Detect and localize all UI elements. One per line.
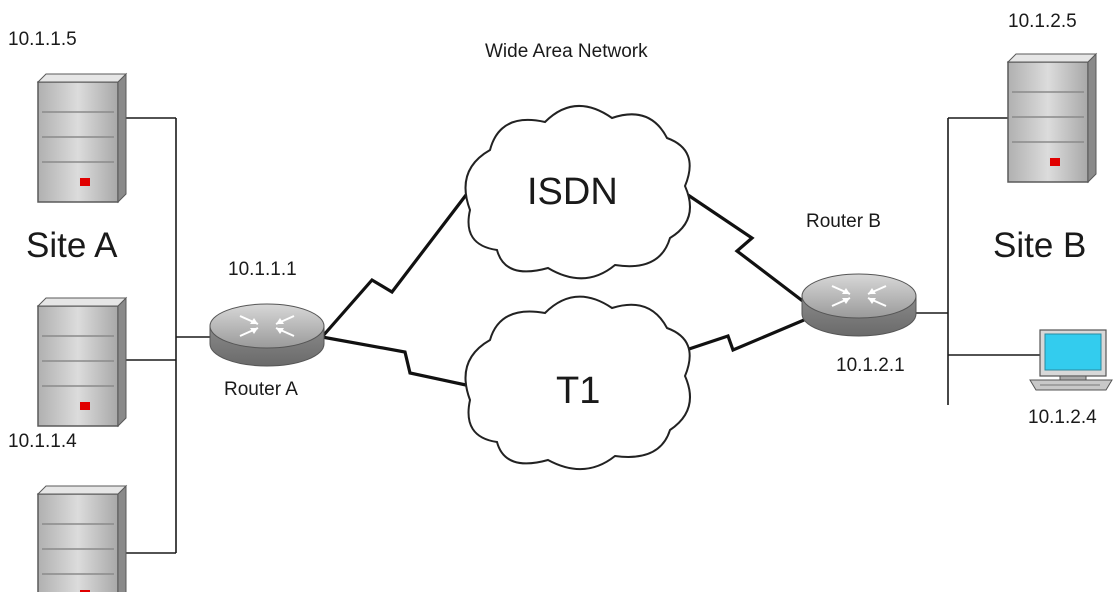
site-b-links — [916, 117, 1042, 405]
server-icon-10-1-1-5 — [37, 73, 127, 203]
link-router-a-isdn — [320, 194, 468, 339]
t1-label: T1 — [556, 370, 601, 412]
link-isdn-router-b — [687, 193, 805, 304]
host-ip-label: 10.1.2.5 — [1008, 11, 1077, 32]
isdn-cloud — [464, 104, 691, 280]
server-icon-site-a-3 — [37, 485, 127, 592]
host-ip-label: 10.1.1.4 — [8, 431, 77, 452]
router-a-icon — [209, 303, 325, 367]
link-t1-router-b — [661, 318, 805, 360]
server-icon-10-1-1-4 — [37, 297, 127, 427]
router-b-icon — [801, 273, 917, 337]
isdn-label: ISDN — [527, 171, 618, 213]
link-router-a-t1 — [321, 335, 467, 387]
router-a-ip: 10.1.1.1 — [228, 259, 297, 280]
host-ip-label: 10.1.1.5 — [8, 29, 77, 50]
router-b-label: Router B — [806, 211, 881, 232]
site-a-links — [118, 117, 214, 554]
diagram-title: Wide Area Network — [485, 41, 648, 62]
t1-cloud — [464, 295, 691, 471]
site-b-label: Site B — [993, 226, 1087, 265]
host-ip-label: 10.1.2.4 — [1028, 407, 1097, 428]
site-a-label: Site A — [26, 226, 118, 265]
wan-links — [320, 193, 805, 387]
pc-icon — [1029, 329, 1113, 391]
router-b-ip: 10.1.2.1 — [836, 355, 905, 376]
router-a-label: Router A — [224, 379, 298, 400]
server-icon-10-1-2-5 — [1007, 53, 1097, 183]
